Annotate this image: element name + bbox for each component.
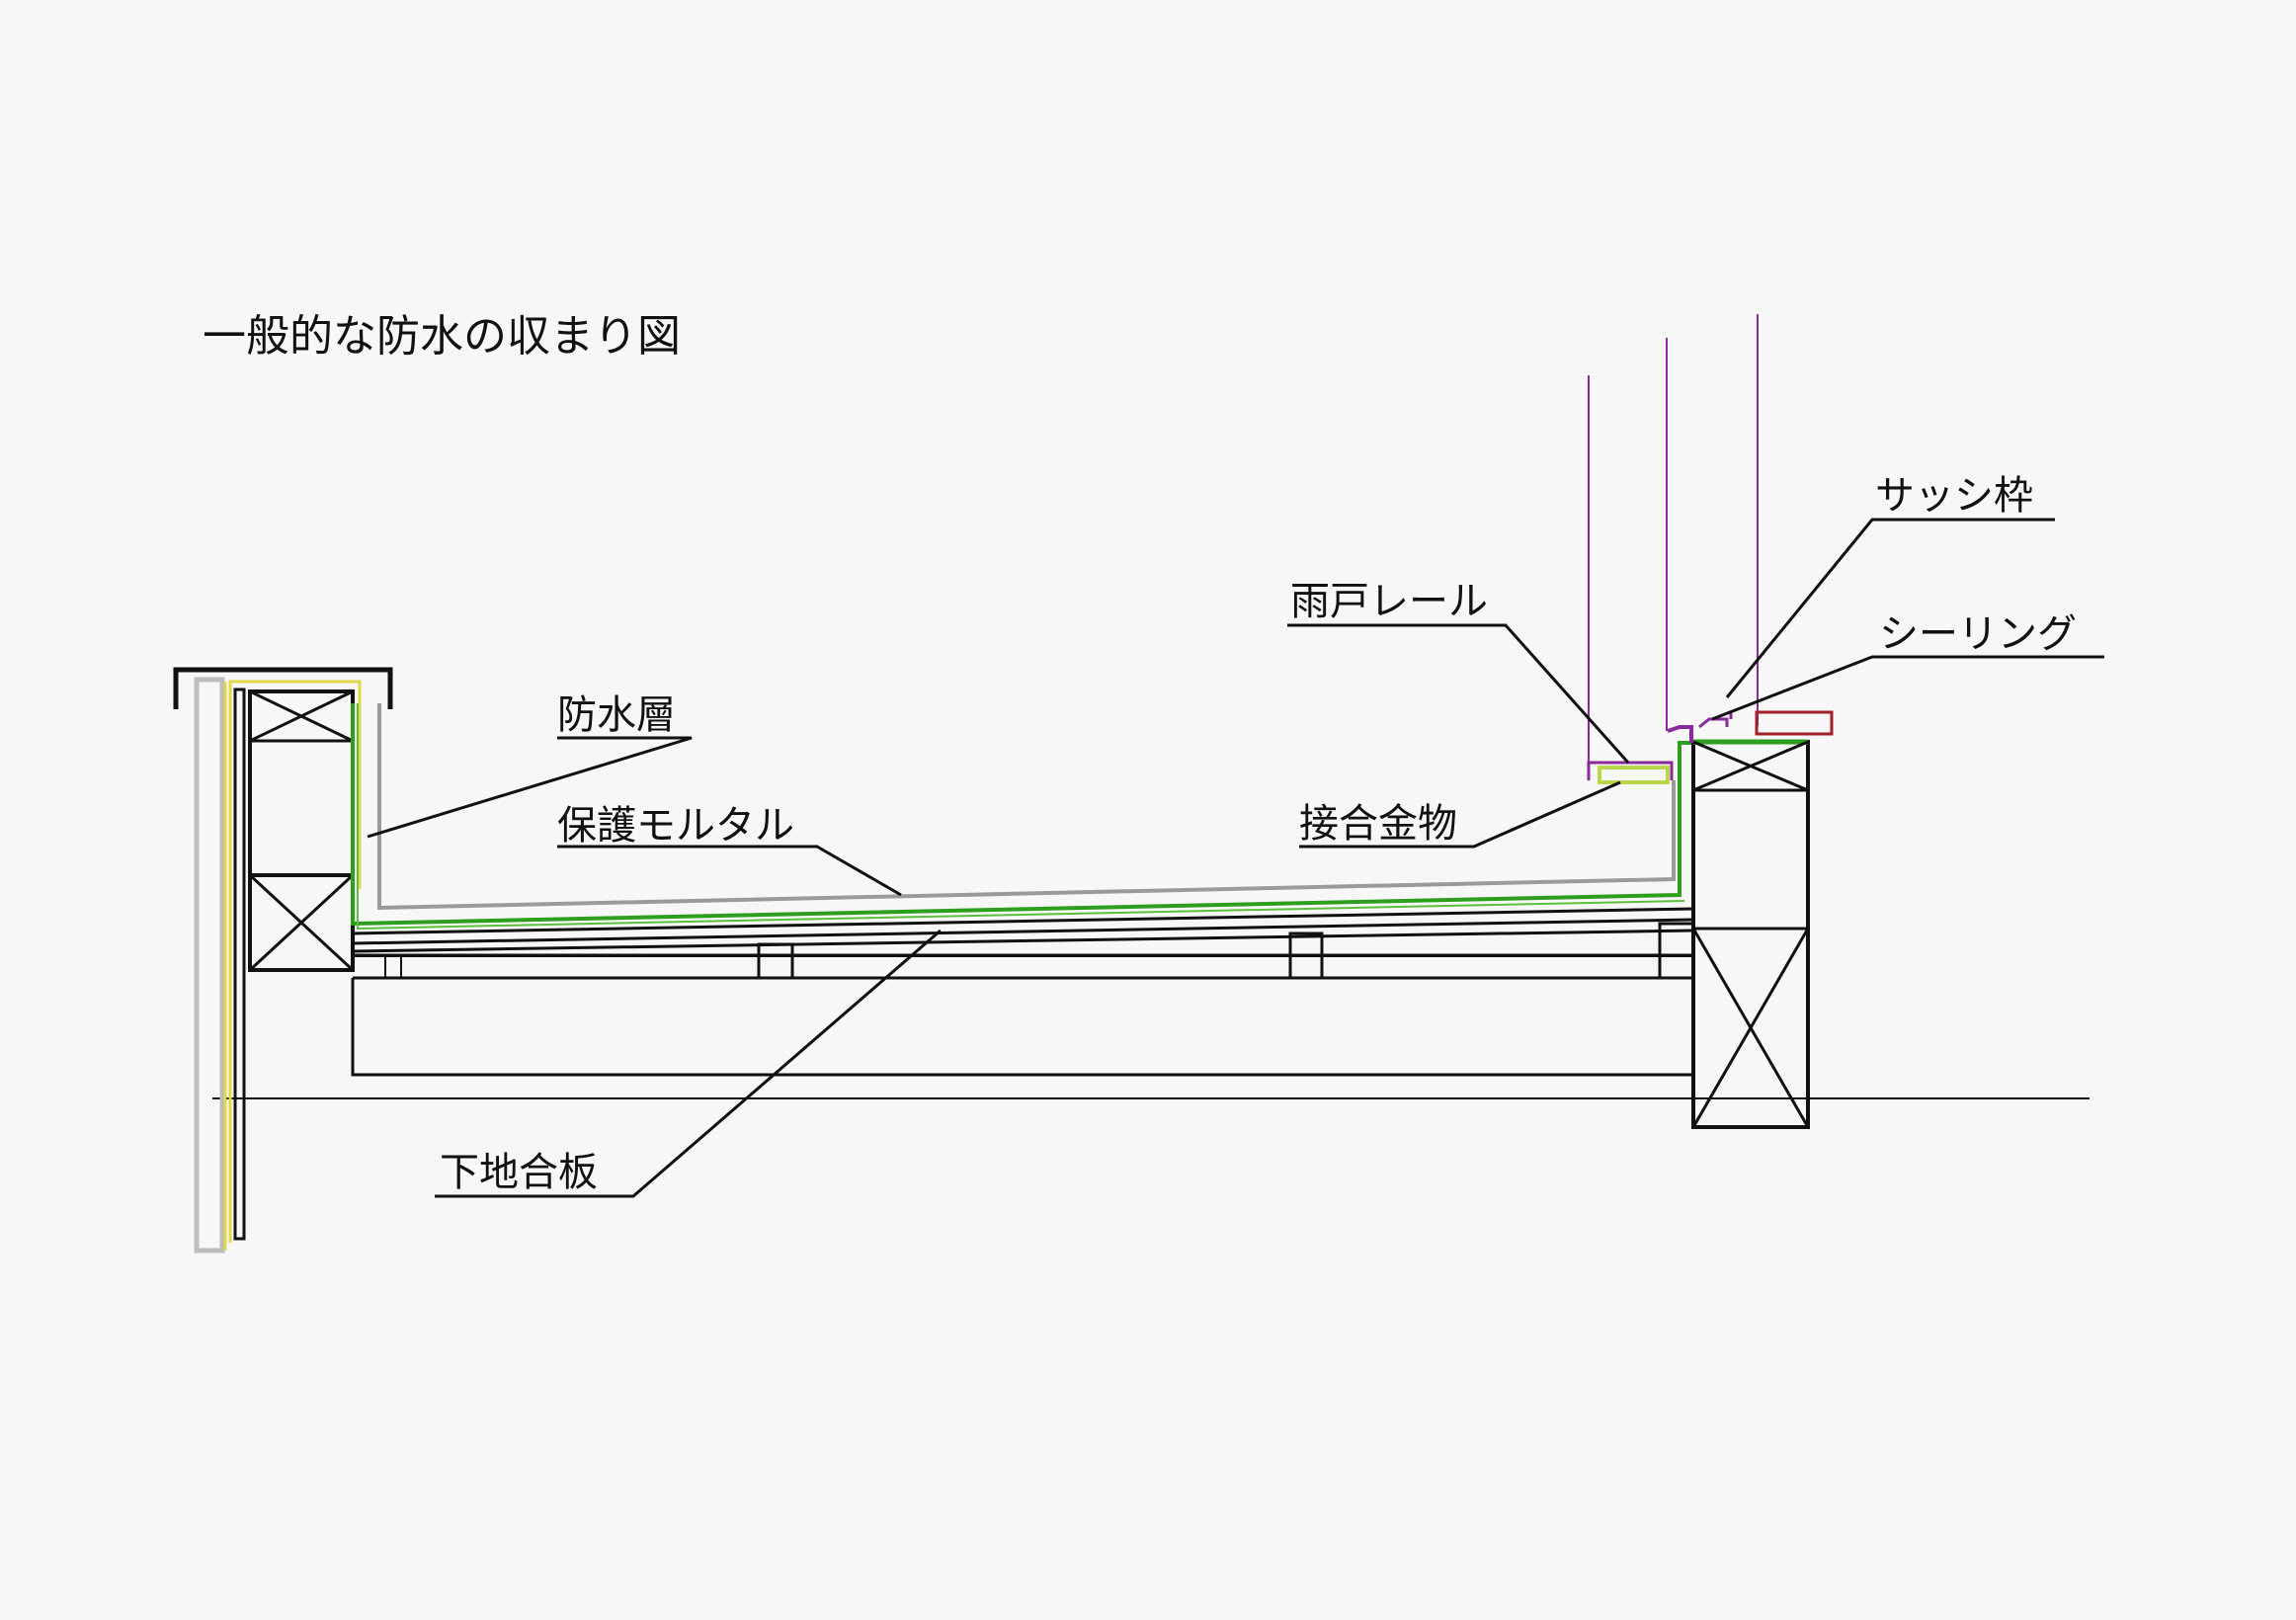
brace	[249, 689, 354, 743]
sash-sill	[1667, 725, 1693, 743]
label-sealing: シーリング	[1879, 611, 2077, 657]
leader-sealing	[1711, 655, 2104, 721]
right-wall-frame	[1691, 740, 1810, 1129]
label-joint-hardware: 接合金物	[1299, 801, 1457, 847]
diagram-title: 一般的な防水の収まり図	[203, 311, 681, 362]
leader-protective-mortar	[557, 845, 902, 897]
label-storm-door-rail: 雨戸レール	[1290, 579, 1488, 624]
label-protective-mortar: 保護モルタル	[557, 803, 794, 849]
sleeper	[1288, 932, 1324, 980]
label-sash-frame: サッシ枠	[1875, 473, 2033, 519]
leader-waterproof-layer	[367, 736, 693, 839]
leader-storm-door-rail	[1287, 623, 1630, 764]
sash-frame-profile	[1698, 717, 1729, 729]
leader-sash-frame	[1725, 518, 2055, 698]
floor-structure	[351, 907, 1695, 1077]
leader-joint-hardware	[1299, 780, 1621, 849]
storm-door-rail	[1587, 761, 1674, 780]
brace	[1691, 928, 1810, 1128]
label-waterproof-layer: 防水層	[557, 692, 676, 738]
deck-line	[352, 907, 1694, 935]
brace	[248, 873, 355, 972]
brace	[1692, 740, 1809, 792]
waterproof-membrane-inner	[357, 703, 1685, 931]
label-base-plywood: 下地合板	[440, 1150, 598, 1195]
outer-siding	[233, 688, 246, 1241]
leader-base-plywood	[435, 929, 942, 1198]
callouts: 防水層 保護モルタル 下地合板 雨戸レール 接合金物 サッシ枠 シーリング	[367, 473, 2104, 1198]
sealing-block	[1755, 710, 1834, 736]
deck-line	[352, 918, 1694, 945]
outer-finish-gray	[194, 677, 225, 1254]
window-assembly	[1587, 314, 1834, 784]
waterproof-layers	[351, 703, 1693, 931]
parapet-sheet-yellow	[228, 680, 362, 1243]
parapet-coping	[173, 667, 393, 709]
sleeper	[384, 955, 402, 979]
protective-mortar-layer	[377, 703, 1676, 911]
floor-beam	[351, 978, 1693, 1077]
joint-hardware-plate	[1598, 766, 1670, 784]
sleeper	[757, 942, 794, 980]
waterproof-membrane	[351, 703, 1693, 927]
deck-line	[352, 929, 1694, 953]
right-wall	[1691, 739, 1810, 1129]
